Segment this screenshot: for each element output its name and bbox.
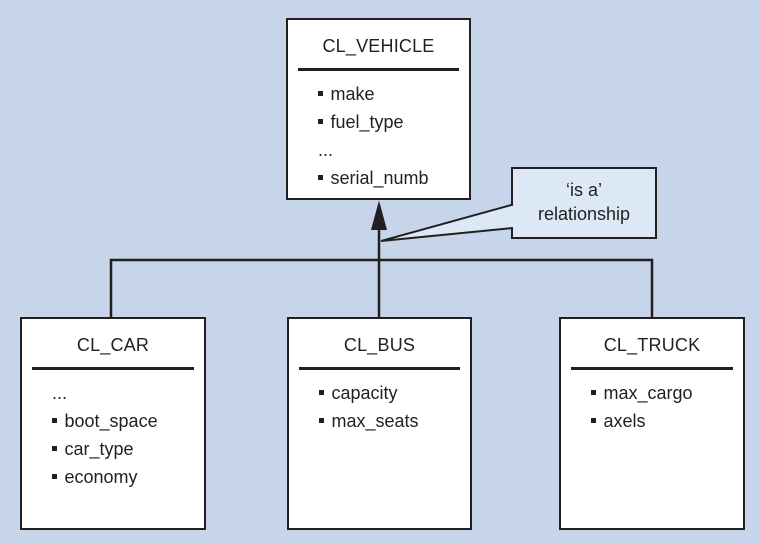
callout-pointer-upper-line <box>380 203 514 242</box>
callout-line1: ‘is a’ <box>565 180 602 200</box>
attribute-list: max_cargo axels <box>561 370 743 435</box>
attribute-row: fuel_type <box>318 108 463 136</box>
bullet-icon <box>52 446 57 451</box>
attribute-row: max_seats <box>319 407 464 435</box>
attribute-row: economy <box>52 463 198 491</box>
callout-line2: relationship <box>537 204 631 224</box>
attribute-row: axels <box>591 407 737 435</box>
attribute-label: max_cargo <box>603 382 693 403</box>
attribute-label: make <box>330 83 375 104</box>
attribute-label: capacity <box>331 382 398 403</box>
attribute-list: capacity max_seats <box>289 370 470 435</box>
attribute-label: boot_space <box>64 410 158 431</box>
class-title: CL_VEHICLE <box>322 36 435 56</box>
bullet-icon <box>318 119 323 124</box>
attribute-label: fuel_type <box>330 111 404 132</box>
bullet-icon <box>318 175 323 180</box>
bullet-icon <box>591 390 596 395</box>
bullet-icon <box>591 418 596 423</box>
attribute-label: axels <box>603 410 646 431</box>
callout-is-a-relationship: ‘is a’ relationship <box>511 167 657 239</box>
attribute-row: max_cargo <box>591 379 737 407</box>
attribute-label: economy <box>64 466 138 487</box>
title-separator <box>299 367 460 370</box>
bullet-icon <box>52 418 57 423</box>
attribute-label: ... <box>52 382 68 403</box>
class-box-car: CL_CAR ... boot_space car_type economy <box>20 317 206 530</box>
attribute-label: serial_numb <box>330 167 429 188</box>
class-box-vehicle: CL_VEHICLE make fuel_type ... serial_num… <box>286 18 471 200</box>
attribute-label: car_type <box>64 438 134 459</box>
bullet-icon <box>319 390 324 395</box>
subclass-connector-line <box>109 258 654 317</box>
inheritance-arrow-icon <box>371 200 387 230</box>
bullet-icon <box>319 418 324 423</box>
attribute-label: max_seats <box>331 410 419 431</box>
attribute-row: car_type <box>52 435 198 463</box>
attribute-list: ... boot_space car_type economy <box>22 370 204 491</box>
class-title: CL_CAR <box>76 335 150 355</box>
attribute-row: serial_numb <box>318 164 463 192</box>
attribute-row-ellipsis: ... <box>318 136 463 164</box>
attribute-row: capacity <box>319 379 464 407</box>
bullet-icon <box>52 474 57 479</box>
class-box-truck: CL_TRUCK max_cargo axels <box>559 317 745 530</box>
title-separator <box>571 367 733 370</box>
attribute-row-ellipsis: ... <box>52 379 198 407</box>
attribute-label: ... <box>318 139 334 160</box>
callout-pointer-lower-line <box>380 227 514 242</box>
class-title: CL_BUS <box>343 335 416 355</box>
attribute-row: make <box>318 80 463 108</box>
title-separator <box>32 367 194 370</box>
attribute-list: make fuel_type ... serial_numb <box>288 71 469 192</box>
title-separator <box>298 68 459 71</box>
bullet-icon <box>318 91 323 96</box>
class-title: CL_TRUCK <box>603 335 701 355</box>
attribute-row: boot_space <box>52 407 198 435</box>
class-box-bus: CL_BUS capacity max_seats <box>287 317 472 530</box>
callout-pointer-fill <box>381 204 517 241</box>
